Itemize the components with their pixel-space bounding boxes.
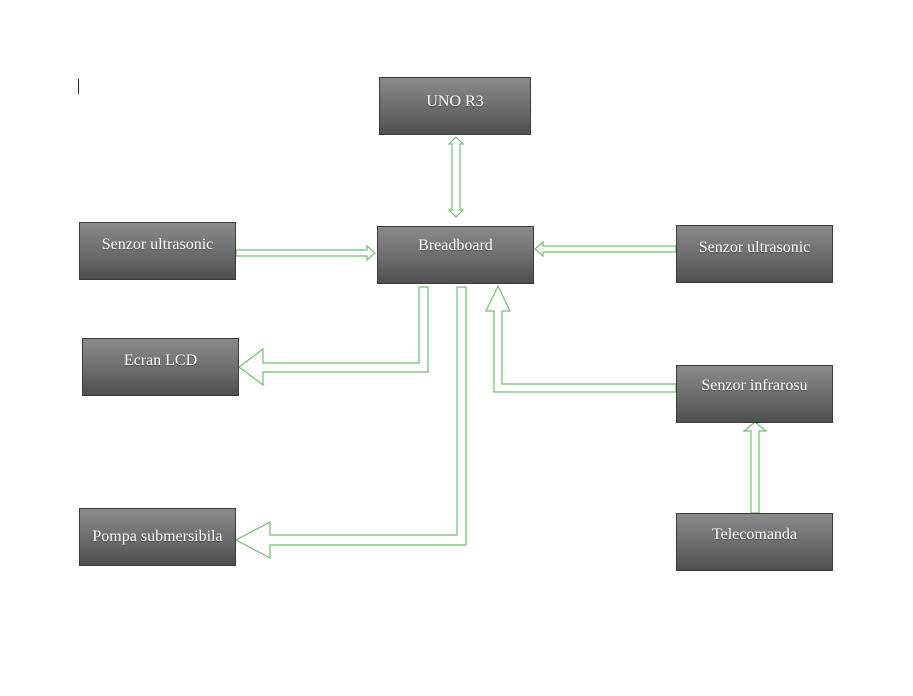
text-cursor — [78, 79, 79, 94]
node-uno-r3-label: UNO R3 — [426, 93, 484, 110]
node-sensor-ultrasonic-left-label: Senzor ultrasonic — [101, 236, 214, 253]
node-lcd-screen: Ecran LCD — [82, 338, 239, 396]
node-submersible-pump-label: Pompa submersibila — [92, 528, 223, 545]
node-infrared-sensor-label: Senzor infrarosu — [701, 377, 808, 394]
node-uno-r3: UNO R3 — [379, 77, 531, 135]
node-breadboard: Breadboard — [377, 226, 534, 284]
arrow-infrared-breadboard — [485, 284, 677, 393]
arrow-breadboard-pump — [234, 286, 467, 559]
node-submersible-pump: Pompa submersibila — [79, 508, 236, 566]
arrow-breadboard-lcd — [238, 286, 429, 387]
node-breadboard-label: Breadboard — [418, 237, 493, 254]
arrow-uno-breadboard — [447, 136, 465, 218]
arrow-sensor-right-breadboard — [534, 240, 677, 258]
node-infrared-sensor: Senzor infrarosu — [676, 365, 833, 423]
node-sensor-ultrasonic-left: Senzor ultrasonic — [79, 222, 236, 280]
node-remote-control: Telecomanda — [676, 513, 833, 571]
arrow-sensor-left-breadboard — [235, 244, 376, 262]
node-lcd-screen-label: Ecran LCD — [123, 352, 198, 369]
node-sensor-ultrasonic-right: Senzor ultrasonic — [676, 225, 833, 283]
node-sensor-ultrasonic-right-label: Senzor ultrasonic — [698, 239, 811, 256]
node-remote-control-label: Telecomanda — [711, 526, 798, 543]
arrow-remote-infrared — [742, 421, 768, 514]
